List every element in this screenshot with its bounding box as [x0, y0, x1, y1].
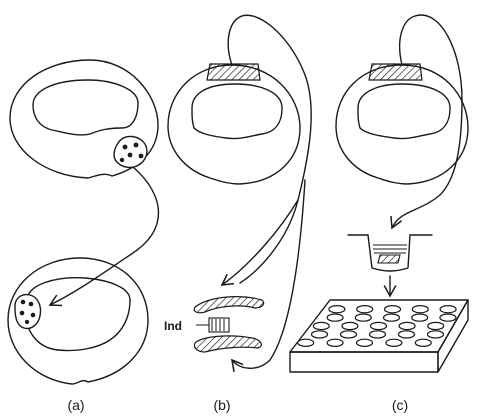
cell-colonies [297, 305, 457, 347]
colony [368, 330, 387, 339]
colony [341, 321, 359, 331]
culture-plate [289, 299, 469, 373]
colony [312, 321, 330, 331]
embryo-b [167, 63, 301, 185]
colony [383, 305, 402, 314]
colony [411, 305, 429, 314]
panel-label-a: (a) [67, 397, 84, 413]
colony [414, 338, 432, 347]
colony [356, 305, 374, 314]
colony [426, 330, 445, 339]
colony [385, 338, 403, 347]
panel-c: (c) [289, 14, 469, 413]
colony [411, 313, 429, 322]
transfer-arrow-c [390, 14, 463, 230]
colony [355, 338, 374, 347]
colony [310, 330, 329, 339]
colony [326, 313, 344, 322]
colony [382, 313, 401, 322]
colony [427, 321, 445, 331]
marked-cell-patch [113, 135, 148, 169]
panel-label-b: (b) [213, 397, 230, 413]
transfer-arrow-b-return [231, 179, 306, 372]
colony [339, 330, 358, 339]
hatched-region-c [368, 63, 423, 81]
colony [328, 305, 346, 314]
transfer-arrow-a [48, 166, 160, 307]
colony [398, 321, 416, 331]
host-embryo-a [7, 257, 149, 385]
dissociation-dish [347, 234, 433, 272]
donor-embryo-a [9, 59, 159, 179]
hatched-region-b [206, 63, 261, 81]
panel-label-c: (c) [392, 397, 408, 413]
colony [369, 321, 388, 331]
colony [326, 338, 344, 347]
colony [354, 313, 372, 322]
colony [439, 313, 457, 322]
panel-a: (a) [7, 59, 160, 413]
explant-upper [193, 296, 265, 314]
panel-b: Ind (b) [164, 14, 312, 413]
explant-lower [193, 335, 262, 353]
inducer-label: Ind [164, 319, 182, 333]
colony [439, 305, 457, 314]
transfer-arrow-b-up [227, 14, 312, 284]
embryo-c [335, 63, 469, 185]
colony [297, 338, 315, 347]
transfer-arrow-b-head [220, 199, 299, 286]
colony [397, 330, 416, 339]
